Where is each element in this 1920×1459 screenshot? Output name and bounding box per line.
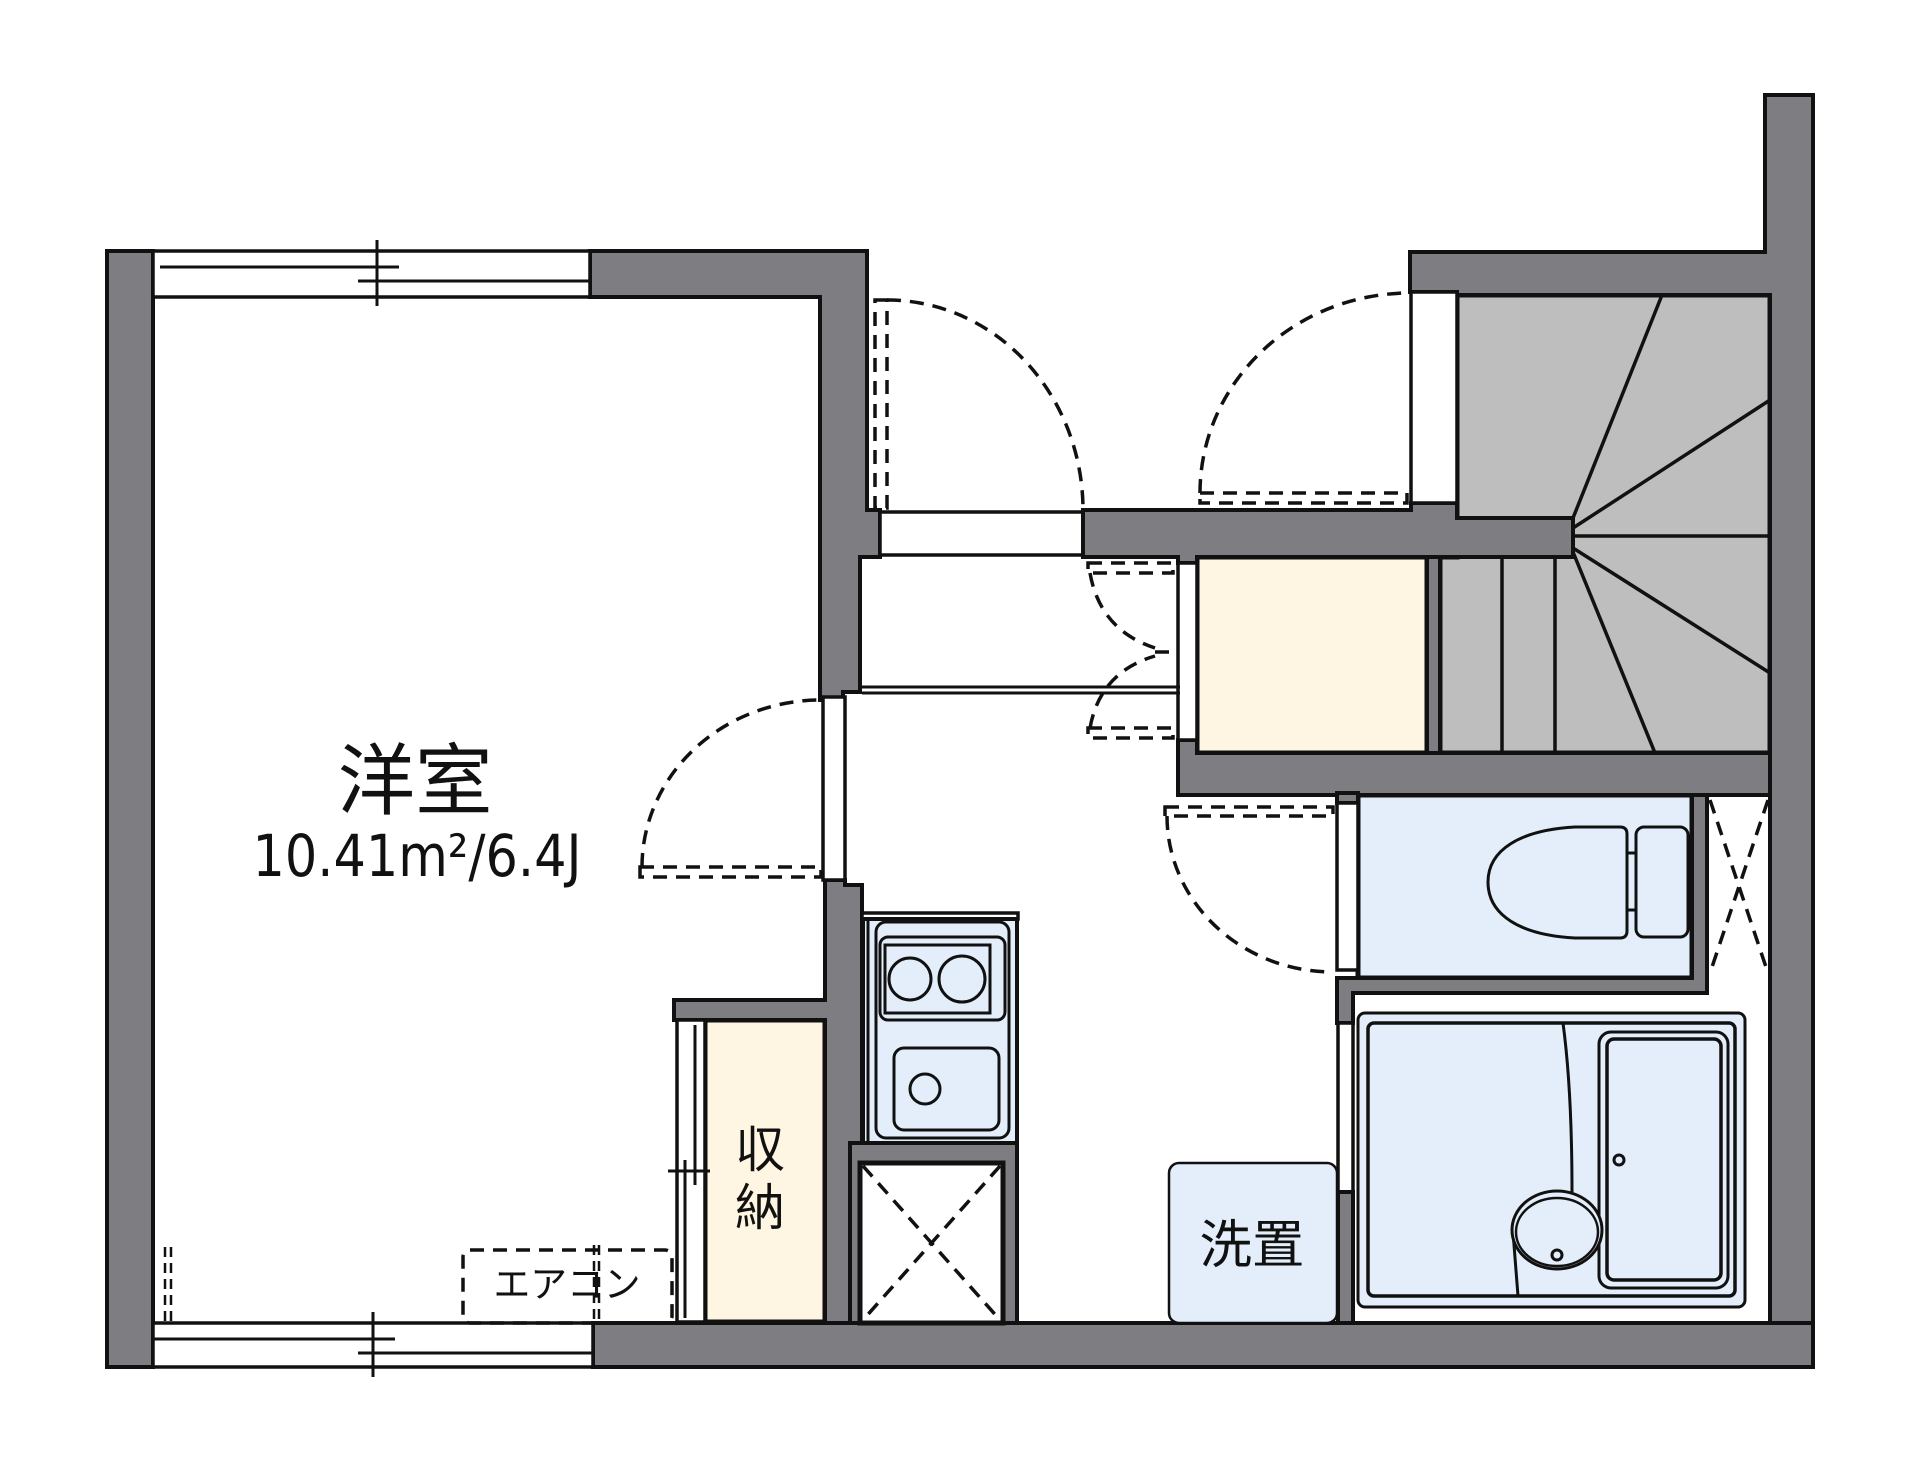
basin-inner <box>1514 1196 1600 1268</box>
basin-outer <box>1510 1189 1604 1271</box>
western-room-door <box>638 698 823 879</box>
bath-unit-outer <box>1356 1011 1747 1309</box>
sink-drain <box>908 1072 942 1106</box>
closet-sliding-door <box>668 1018 710 1324</box>
wall-storage-stairs-divider <box>1425 555 1442 755</box>
door-swing-arc <box>886 298 1085 511</box>
wall-left <box>105 249 155 1369</box>
door-swing-arc <box>1198 291 1411 494</box>
bath-unit-inner <box>1366 1021 1737 1298</box>
kitchen-counter <box>860 911 1020 1145</box>
air-conditioner-label: エアコン <box>494 1263 641 1306</box>
burner-icon <box>887 956 933 1002</box>
kitchen-sink-icon <box>892 1046 1001 1132</box>
walls <box>105 93 1815 1369</box>
basin-drain <box>1550 1248 1564 1262</box>
bifold-door-icon <box>1086 561 1175 575</box>
wall-kitchen-west <box>672 878 864 1325</box>
stair-tread-line <box>1571 294 1664 519</box>
entrance-door-icon <box>873 298 889 510</box>
closet-label-top: 収 <box>735 1121 785 1179</box>
bifold-door-icon <box>1086 726 1175 740</box>
stair-tread-line <box>1572 398 1771 530</box>
air-conditioner-icon <box>461 1248 674 1325</box>
wall-western-room-right <box>588 249 882 702</box>
window-bottom <box>151 1247 595 1377</box>
shower-area-divider <box>1561 1022 1574 1193</box>
washer-space <box>1167 1161 1339 1325</box>
window-top <box>151 240 592 306</box>
door-icon <box>1163 805 1335 818</box>
door-swing-arc <box>1088 572 1156 650</box>
toilet-door <box>1163 805 1335 974</box>
entrance-threshold <box>878 510 1085 557</box>
pipe-space-icon <box>1708 799 1770 974</box>
stove-top <box>883 943 992 1015</box>
stair-tread-line <box>1572 546 1771 675</box>
refrigerator-space <box>857 1160 1006 1326</box>
wall-bath-west <box>1336 1190 1355 1325</box>
wall-bottom <box>591 1321 1815 1369</box>
unit-bath-icon <box>1356 1011 1747 1309</box>
bathtub-outer <box>1597 1030 1730 1290</box>
stairs-door <box>1198 291 1411 505</box>
storage-bifold-door <box>1086 561 1177 740</box>
western-room-name: 洋室 <box>338 737 493 827</box>
washer-space-label: 洗置 <box>1200 1216 1305 1276</box>
stair-treads <box>1500 294 1771 754</box>
curtain-mark <box>163 1247 173 1322</box>
bathtub-icon <box>1597 1030 1730 1290</box>
bathtub-drain <box>1612 1153 1626 1167</box>
toilet-door-opening <box>1335 801 1360 972</box>
western-room-door-opening <box>821 695 847 882</box>
sink-basin <box>892 1046 1001 1132</box>
bathtub-inner <box>1605 1037 1723 1282</box>
burner-icon <box>937 954 987 1004</box>
labels: 洋室 10.41m²/6.4J 収 納 エアコン 洗置 <box>253 737 1305 1306</box>
toilet-bowl <box>1486 825 1629 940</box>
door-swing-arc <box>640 698 822 868</box>
window-end-mark <box>592 1245 601 1323</box>
stove-frame <box>878 935 1007 1022</box>
cross-mark <box>861 1164 1002 1322</box>
air-conditioner <box>461 1245 674 1325</box>
counter-inner <box>874 920 1011 1140</box>
toilet-icon <box>1486 825 1690 940</box>
door-icon <box>638 865 823 879</box>
wash-basin-icon <box>1510 1189 1604 1271</box>
toilet-tank <box>1634 825 1690 939</box>
entrance-door <box>873 298 1085 511</box>
door-swing-arc <box>1165 815 1334 974</box>
storage-partition <box>1176 561 1199 742</box>
toilet-hinge <box>1627 851 1636 912</box>
window-icon <box>151 249 592 299</box>
shoe-storage <box>1194 554 1430 756</box>
door-icon <box>1198 491 1409 505</box>
entry-step-line <box>862 685 1180 695</box>
stair-tread-line <box>1571 551 1657 754</box>
western-room-area: 10.41m²/6.4J <box>253 822 582 890</box>
stairs-door-opening <box>1409 290 1459 505</box>
bath-door-opening <box>1336 1021 1355 1194</box>
two-burner-stove-icon <box>878 935 1007 1022</box>
toilet-room <box>1355 792 1695 981</box>
door-swing-arc <box>1088 654 1156 729</box>
closet-label-bottom: 納 <box>735 1179 785 1237</box>
